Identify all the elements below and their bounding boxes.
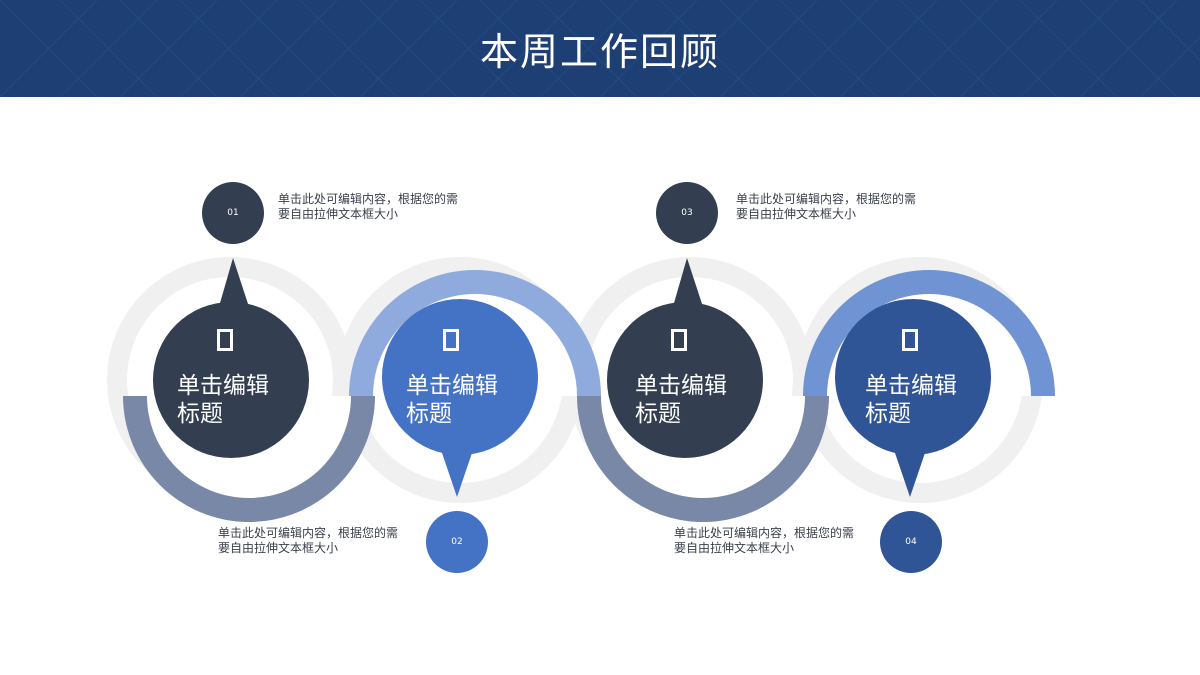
node-3-description-line1: 单击此处可编辑内容，根据您的需 <box>736 192 917 206</box>
node-4-description-line2: 要自由拉伸文本框大小 <box>674 541 795 555</box>
node-3-circle <box>607 302 763 458</box>
node-2-circle <box>382 299 538 455</box>
node-1-description: 单击此处可编辑内容，根据您的需 要自由拉伸文本框大小 <box>278 192 478 222</box>
node-1-pointer <box>218 258 250 310</box>
node-4-number-badge: 04 <box>880 511 942 573</box>
node-4-description-line1: 单击此处可编辑内容，根据您的需 <box>674 526 855 540</box>
node-2-title: 单击编辑 标题 <box>406 372 516 428</box>
node-3-title: 单击编辑 标题 <box>635 372 745 428</box>
banner-pattern <box>0 0 1200 97</box>
node-2-description: 单击此处可编辑内容，根据您的需 要自由拉伸文本框大小 <box>218 526 418 556</box>
node-2-description-line2: 要自由拉伸文本框大小 <box>218 541 339 555</box>
node-3-description: 单击此处可编辑内容，根据您的需 要自由拉伸文本框大小 <box>736 192 936 222</box>
node-2-title-line1: 单击编辑 <box>406 373 498 399</box>
node-3-number-badge: 03 <box>656 182 718 244</box>
node-4-circle <box>835 299 991 455</box>
node-1-circle <box>153 302 309 458</box>
node-1-number-badge: 01 <box>202 182 264 244</box>
node-4-description: 单击此处可编辑内容，根据您的需 要自由拉伸文本框大小 <box>674 526 874 556</box>
node-2-number-badge: 02 <box>426 511 488 573</box>
node-1-description-line2: 要自由拉伸文本框大小 <box>278 207 399 221</box>
node-3-pointer <box>672 258 704 310</box>
node-3-description-line2: 要自由拉伸文本框大小 <box>736 207 857 221</box>
process-diagram: 单击编辑 标题 01 单击此处可编辑内容，根据您的需 要自由拉伸文本框大小 单击… <box>0 97 1200 675</box>
node-3-title-line2: 标题 <box>635 401 681 427</box>
node-1-description-line1: 单击此处可编辑内容，根据您的需 <box>278 192 459 206</box>
node-1-title-line2: 标题 <box>177 401 223 427</box>
node-4-pointer <box>894 450 926 497</box>
node-3-icon <box>671 329 687 351</box>
connector-svg <box>107 257 1055 522</box>
node-4-title: 单击编辑 标题 <box>865 372 975 428</box>
node-4-title-line1: 单击编辑 <box>865 373 957 399</box>
node-2-pointer <box>441 450 473 497</box>
title-banner: 本周工作回顾 <box>0 0 1200 97</box>
node-3-title-line1: 单击编辑 <box>635 373 727 399</box>
node-4-icon <box>902 329 918 351</box>
node-1-title-line1: 单击编辑 <box>177 373 269 399</box>
node-2-title-line2: 标题 <box>406 401 452 427</box>
node-2-icon <box>443 329 459 351</box>
node-1-icon <box>217 329 233 351</box>
node-4-title-line2: 标题 <box>865 401 911 427</box>
page-title: 本周工作回顾 <box>479 30 720 74</box>
node-2-description-line1: 单击此处可编辑内容，根据您的需 <box>218 526 399 540</box>
node-1-title: 单击编辑 标题 <box>177 372 287 428</box>
